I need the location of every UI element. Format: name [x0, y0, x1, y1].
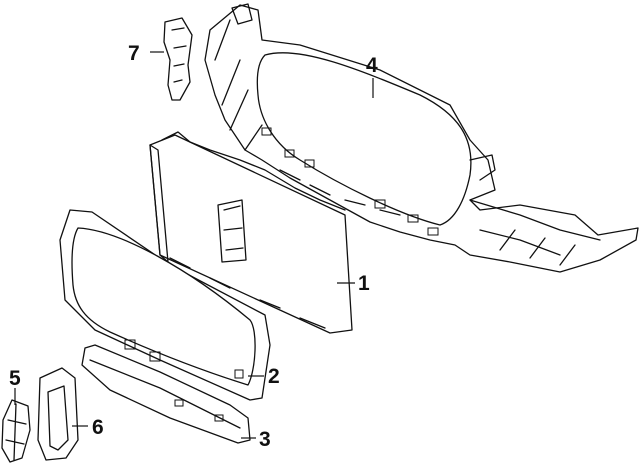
callout-4: 4 [366, 54, 378, 77]
callout-5: 5 [9, 367, 21, 390]
part-5-emblem [1, 399, 31, 463]
callout-1: 1 [358, 272, 370, 295]
callout-7: 7 [128, 42, 140, 65]
part-2-grille-surround [59, 209, 271, 401]
part-7-bracket [163, 17, 193, 101]
callout-2: 2 [268, 365, 280, 388]
callout-6: 6 [92, 416, 104, 439]
part-3-lower-molding [81, 344, 251, 444]
part-4-support-frame [204, 3, 639, 273]
part-1-grille-insert [149, 131, 353, 334]
part-6-emblem-bezel [37, 367, 79, 461]
callout-3: 3 [259, 428, 271, 451]
